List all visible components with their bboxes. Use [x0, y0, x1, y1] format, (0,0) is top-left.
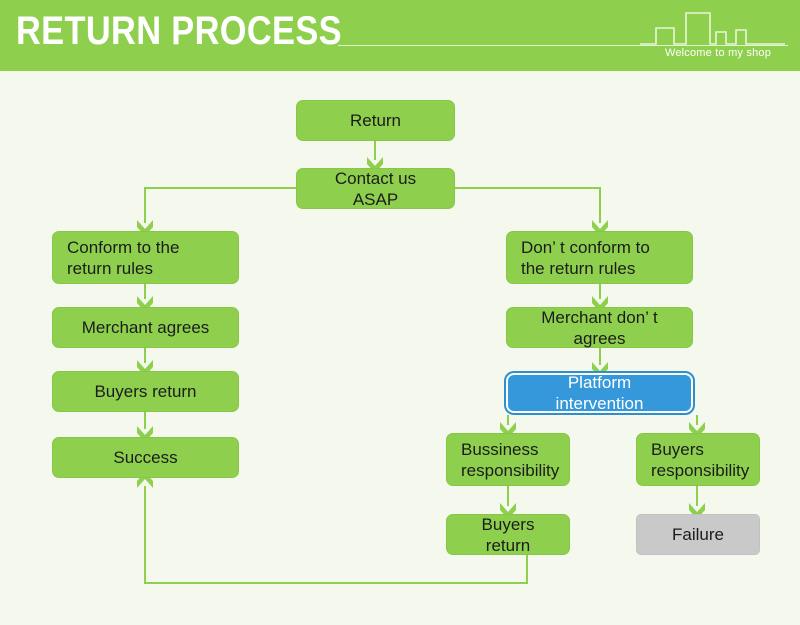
flow-node-label: Merchant don’ t agrees: [541, 307, 658, 348]
flow-node-label: Buyers responsibility: [651, 439, 750, 480]
flow-node-label: Don’ t conform to the return rules: [521, 237, 650, 278]
flow-node-contact[interactable]: Contact us ASAP: [296, 168, 455, 209]
flow-node-label: Platform intervention: [555, 373, 644, 413]
page-title: RETURN PROCESS: [16, 9, 342, 53]
connector-buyers-return-right-to-success: [144, 486, 528, 584]
flow-node-label: Merchant agrees: [81, 318, 210, 337]
flowchart-connectors: [137, 141, 705, 584]
flow-node-return[interactable]: Return: [296, 100, 455, 141]
connector-contact-to-dont-conform: [455, 187, 601, 223]
flow-node-business-resp[interactable]: Bussiness responsibility: [446, 433, 570, 486]
flow-node-buyers-resp[interactable]: Buyers responsibility: [636, 433, 760, 486]
flow-node-buyers-return-r[interactable]: Buyers return: [446, 514, 570, 555]
header-tagline: Welcome to my shop: [664, 47, 772, 59]
page-header: RETURN PROCESS Welcome to my shop: [0, 0, 800, 71]
flow-node-label: Contact us ASAP: [334, 168, 417, 209]
flow-node-failure[interactable]: Failure: [636, 514, 760, 555]
header-divider-line: [338, 45, 788, 46]
flow-node-label: Buyers return: [94, 382, 197, 401]
flow-node-buyers-return-l[interactable]: Buyers return: [52, 371, 239, 412]
flow-node-label: Return: [349, 111, 402, 130]
flow-node-label: Bussiness responsibility: [461, 439, 560, 480]
flow-node-platform[interactable]: Platform intervention: [504, 371, 695, 415]
flow-node-merchant-disagree[interactable]: Merchant don’ t agrees: [506, 307, 693, 348]
flow-node-merchant-agrees[interactable]: Merchant agrees: [52, 307, 239, 348]
connector-contact-to-conform: [144, 187, 296, 223]
flow-node-label: Success: [113, 448, 178, 467]
flow-node-label: Conform to the return rules: [67, 237, 180, 278]
flow-node-dont-conform[interactable]: Don’ t conform to the return rules: [506, 231, 693, 284]
flow-node-label: Buyers return: [481, 514, 535, 555]
flow-node-success[interactable]: Success: [52, 437, 239, 478]
city-skyline-icon: [640, 12, 785, 45]
flow-node-label: Failure: [672, 525, 724, 544]
flow-node-conform[interactable]: Conform to the return rules: [52, 231, 239, 284]
